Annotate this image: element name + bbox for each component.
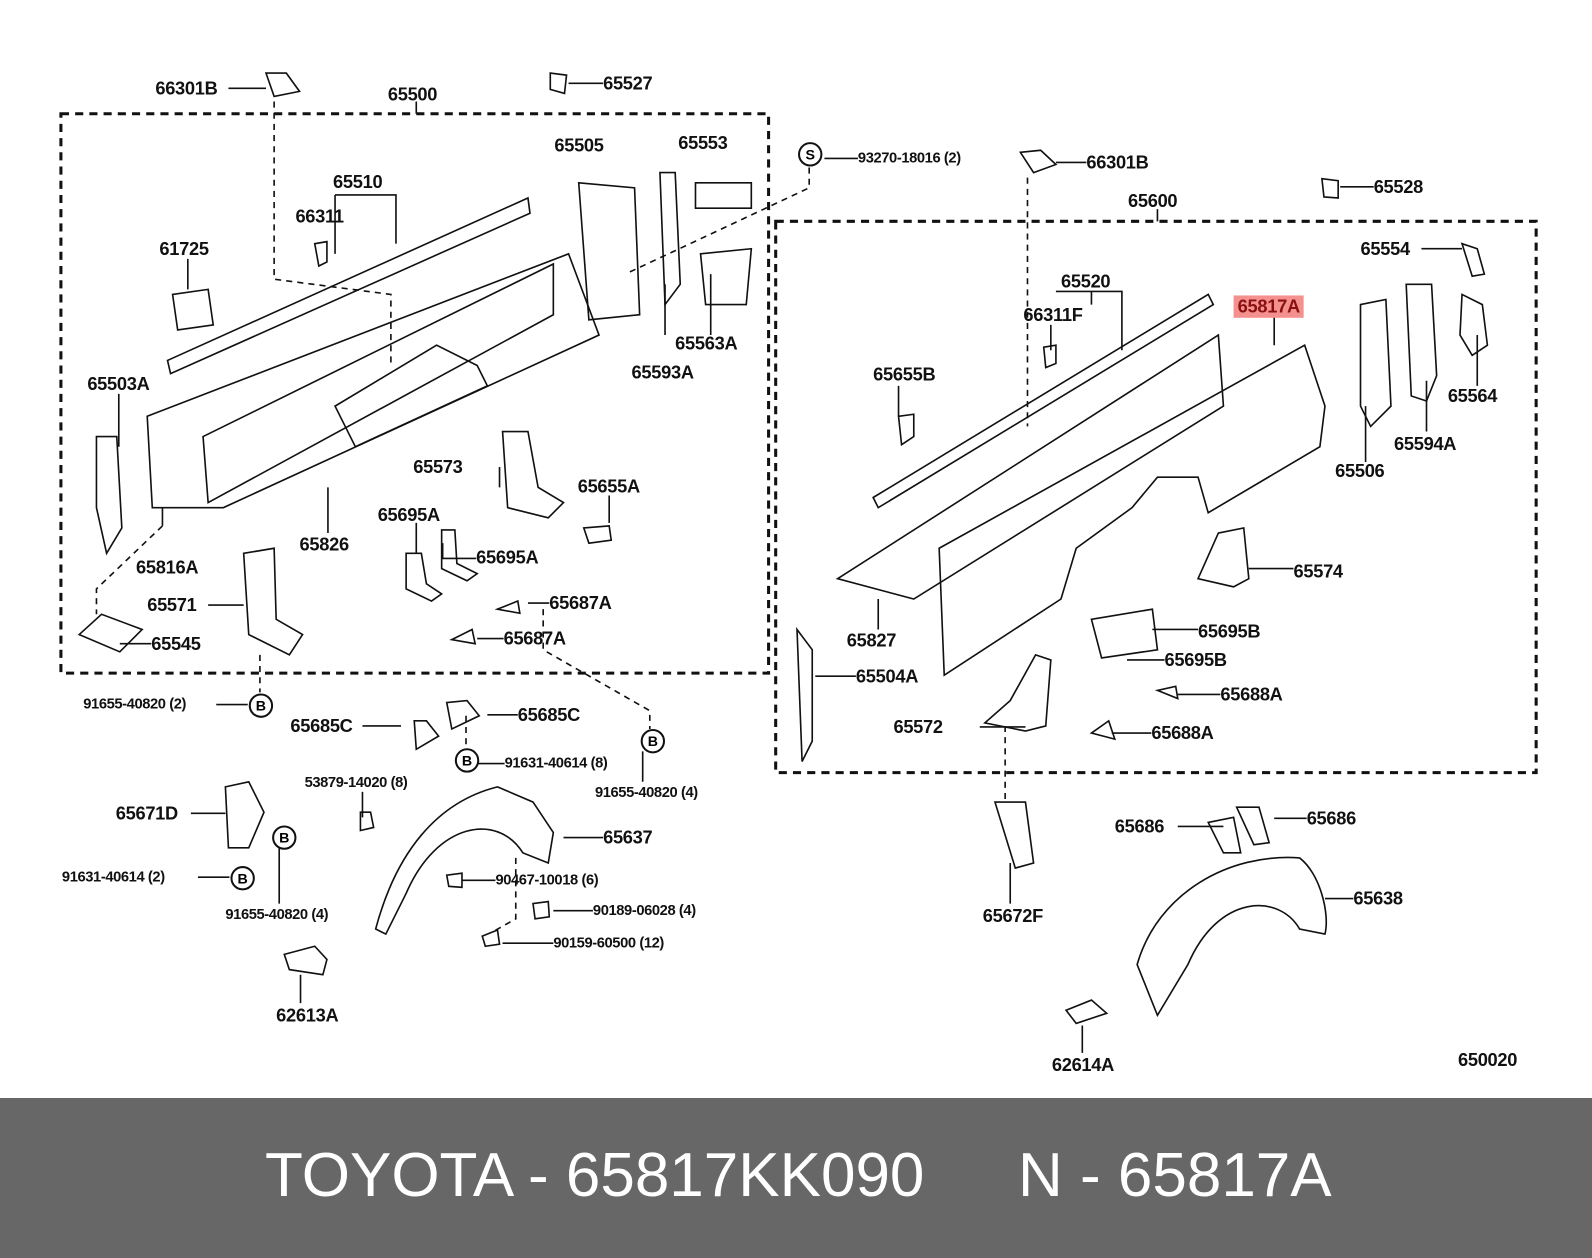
part-label[interactable]: 65572	[893, 716, 943, 738]
part-label[interactable]: 65688A	[1220, 684, 1283, 705]
bolt-marker-b: B	[230, 866, 255, 891]
part-label[interactable]: 65671D	[115, 803, 179, 824]
part-label[interactable]: 66311F	[1023, 304, 1083, 325]
part-label[interactable]: 65520	[1060, 271, 1111, 292]
part-label[interactable]: 65687A	[549, 592, 612, 614]
part-label[interactable]: 65686	[1306, 808, 1357, 829]
oem-part-number: TOYOTA - 65817KK090	[265, 1141, 925, 1210]
part-label[interactable]: 65554	[1360, 238, 1411, 259]
part-label[interactable]: 65553	[678, 133, 728, 154]
part-label[interactable]: 65573	[413, 456, 463, 478]
part-label[interactable]: 65655B	[873, 364, 936, 385]
part-label[interactable]: 65505	[554, 135, 604, 156]
part-label[interactable]: 93270-18016 (2)	[857, 150, 961, 167]
part-label[interactable]: 91631-40614 (8)	[504, 755, 608, 772]
part-label[interactable]: 62614A	[1051, 1054, 1115, 1076]
part-label[interactable]: 65500	[387, 84, 438, 105]
part-label[interactable]: 65672F	[982, 905, 1043, 926]
part-label[interactable]: 66311	[295, 206, 344, 227]
group-box-65600	[774, 219, 1538, 775]
part-label[interactable]: 65826	[299, 534, 350, 555]
highlighted-part-label[interactable]: 65817A	[1233, 295, 1304, 318]
screw-marker-s: S	[798, 142, 823, 167]
part-label[interactable]: 65695B	[1164, 649, 1228, 671]
part-label[interactable]: 91631-40614 (2)	[61, 869, 165, 886]
part-label[interactable]: 65688A	[1151, 722, 1214, 744]
part-label[interactable]: 65827	[846, 630, 897, 651]
part-label[interactable]: 65685C	[290, 715, 353, 737]
bolt-marker-b: B	[248, 693, 274, 718]
part-label[interactable]: 65564	[1447, 385, 1498, 407]
diagram-reference: N - 65817A	[1018, 1141, 1332, 1210]
part-label[interactable]: 65571	[147, 594, 197, 616]
part-label[interactable]: 91655-40820 (4)	[225, 906, 329, 923]
group-box-65500	[59, 112, 771, 675]
part-label[interactable]: 65816A	[136, 557, 199, 578]
part-label[interactable]: 65503A	[87, 373, 150, 394]
part-label[interactable]: 65695B	[1198, 621, 1261, 642]
part-label[interactable]: 65637	[603, 827, 653, 848]
part-label[interactable]: 65510	[333, 171, 383, 192]
part-label[interactable]: 62613A	[276, 1005, 339, 1026]
part-label[interactable]: 65545	[151, 633, 201, 654]
part-label[interactable]: 65687A	[503, 628, 567, 649]
part-label[interactable]: 65655A	[577, 476, 641, 497]
part-label[interactable]: 65527	[603, 73, 653, 94]
part-label[interactable]: 65574	[1293, 561, 1343, 582]
part-label[interactable]: 66301B	[155, 78, 218, 99]
part-label[interactable]: 90467-10018 (6)	[495, 872, 599, 889]
part-label[interactable]: 65695A	[476, 547, 539, 568]
part-label[interactable]: 65686	[1114, 816, 1165, 837]
part-label[interactable]: 91655-40820 (4)	[594, 784, 698, 802]
bolt-marker-b: B	[454, 748, 480, 773]
part-label[interactable]: 65504A	[855, 666, 919, 687]
part-label[interactable]: 65638	[1353, 888, 1403, 909]
part-label[interactable]: 65594A	[1394, 433, 1457, 454]
part-label[interactable]: 90159-60500 (12)	[553, 935, 664, 952]
part-label[interactable]: 61725	[159, 238, 209, 259]
part-label[interactable]: 65593A	[631, 362, 695, 383]
diagram-code: 650020	[1457, 1049, 1518, 1071]
part-label[interactable]: 91655-40820 (2)	[83, 696, 187, 713]
part-label[interactable]: 66301B	[1086, 152, 1149, 173]
part-label[interactable]: 65685C	[517, 704, 581, 725]
part-label[interactable]: 65506	[1335, 460, 1385, 482]
part-label[interactable]: 65528	[1373, 176, 1424, 197]
diagram-drawing	[59, 72, 1538, 1053]
bolt-marker-b: B	[640, 728, 666, 754]
part-label[interactable]: 90189-06028 (4)	[592, 902, 696, 919]
part-label[interactable]: 65695A	[377, 504, 441, 525]
part-number-banner: TOYOTA - 65817KK090 N - 65817A	[0, 1098, 1592, 1258]
bolt-marker-b: B	[272, 825, 297, 850]
parts-diagram: B B B B B S 66301B 65500 65527 65505 655…	[59, 72, 1538, 1076]
part-label[interactable]: 53879-14020 (8)	[304, 774, 408, 791]
part-label[interactable]: 65563A	[675, 333, 738, 354]
part-label[interactable]: 65600	[1127, 190, 1178, 212]
